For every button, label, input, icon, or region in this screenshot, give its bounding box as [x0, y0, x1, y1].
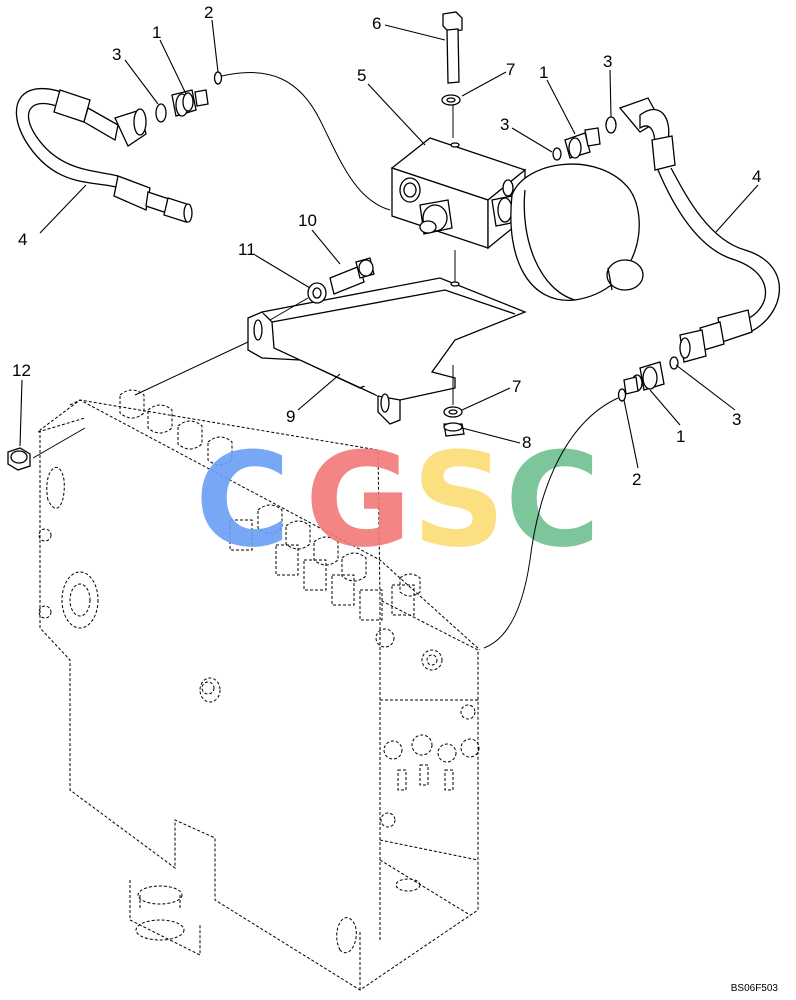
bracket-bolt — [307, 257, 375, 304]
callout-labels: 1 2 3 4 5 6 7 1 3 3 4 10 11 12 9 7 8 1 3… — [12, 3, 761, 489]
callout-number: 1 — [539, 63, 548, 82]
callout-number: 7 — [512, 377, 521, 396]
right-hose-assembly — [618, 97, 781, 363]
left-hose-assembly — [15, 88, 193, 223]
callout-number: 2 — [632, 470, 641, 489]
left-adapter-fitting — [155, 71, 223, 123]
watermark-letter: G — [305, 424, 412, 576]
callout-number: 1 — [152, 23, 161, 42]
callout-number: 1 — [676, 427, 685, 446]
cgsc-watermark: C G S C — [195, 424, 600, 576]
callout-number: 7 — [506, 60, 515, 79]
lower-washer-nut — [443, 406, 465, 437]
callout-number: 3 — [112, 45, 121, 64]
pilot-line — [221, 72, 391, 211]
accumulator-manifold-block — [390, 137, 527, 250]
callout-number: 3 — [603, 52, 612, 71]
side-port-fittings — [201, 628, 480, 861]
callout-number: 4 — [752, 167, 761, 186]
callout-number: 9 — [286, 407, 295, 426]
callout-number: 8 — [522, 433, 531, 452]
mounting-bolt-top — [441, 11, 463, 106]
callout-number: 3 — [500, 115, 509, 134]
control-valve-body — [37, 389, 481, 991]
right-bottom-adapter-fitting — [617, 356, 679, 402]
callout-number: 4 — [18, 230, 27, 249]
spool-caps — [119, 389, 421, 621]
callout-number: 3 — [732, 410, 741, 429]
callout-number: 6 — [372, 14, 381, 33]
callout-number: 10 — [298, 211, 317, 230]
watermark-letter: C — [505, 424, 600, 576]
watermark-letter: S — [412, 424, 506, 576]
mounting-bolts — [135, 878, 421, 941]
callout-number: 5 — [357, 66, 366, 85]
callout-number: 11 — [238, 240, 256, 259]
mounting-bracket — [247, 277, 527, 425]
watermark-letter: C — [195, 424, 290, 576]
pilot-line-right — [483, 397, 619, 649]
callout-number: 2 — [204, 3, 213, 22]
right-top-adapter-fitting — [552, 116, 617, 161]
callout-number: 12 — [12, 361, 31, 380]
left-nut — [7, 447, 31, 471]
figure-code: BS06F503 — [730, 983, 778, 994]
callout-leaders — [19, 19, 759, 469]
accumulator — [510, 163, 644, 301]
